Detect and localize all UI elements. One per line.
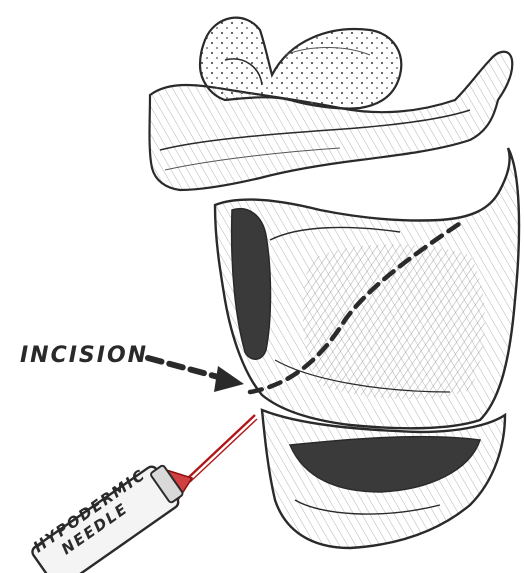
epiglottis <box>200 18 401 109</box>
cricoid-cartilage <box>262 410 505 548</box>
hypodermic-needle: HYPODERMIC NEEDLE <box>30 415 257 573</box>
incision-arrow <box>148 358 244 392</box>
thyroid-cartilage <box>215 148 519 428</box>
incision-label: INCISION <box>20 343 148 368</box>
